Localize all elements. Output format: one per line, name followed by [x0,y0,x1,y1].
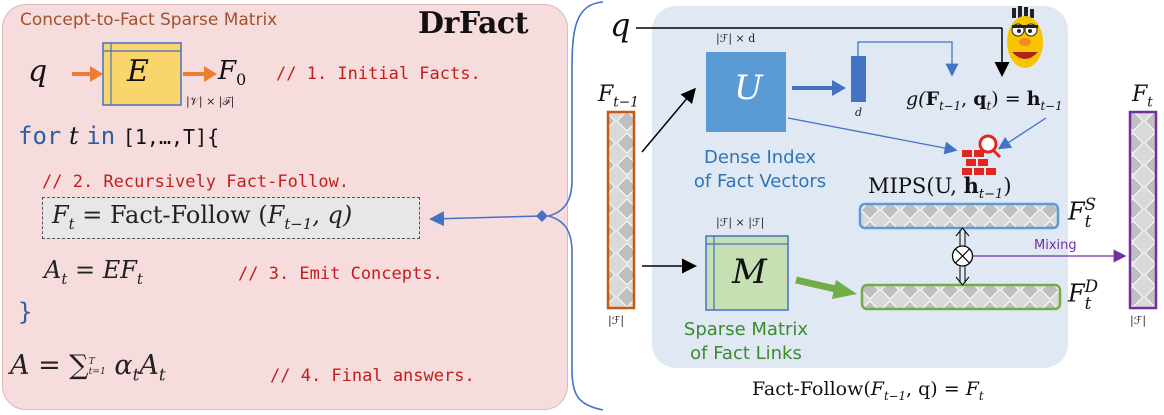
M-to-D-arrow [795,276,857,299]
comment-3: // 3. Emit Concepts. [238,264,443,284]
F0-symbol: F0 [218,56,247,90]
g-equation: g(𝐅t−1, 𝐪t) = 𝐡t−1 [906,88,1063,113]
d-vector [851,56,866,102]
Ft-label: Ft [1132,82,1153,111]
curly-brace [547,1,604,411]
mips-label: MIPS(U, 𝐡t−1) [868,173,1012,203]
U-dimension: |ℱ| × d [716,32,756,45]
U-matrix [706,52,786,132]
fact-follow-caption: Fact-Follow(Ft−1, q) = Ft [752,378,984,403]
bert-icon [1007,6,1043,68]
E-matrix [102,42,182,106]
Ft1-to-U-arrow [641,87,696,153]
mixing-connector [951,227,974,286]
U-to-d-arrow [792,80,846,96]
emit-equation: At = EFt [44,256,143,288]
sparse-S-bar [858,202,1060,230]
E-to-F0-arrow [183,66,217,82]
mixing-label: Mixing [1034,238,1077,253]
E-symbol: E [127,54,149,89]
comment-1: // 1. Initial Facts. [276,64,481,84]
d-to-g-arrow [857,41,959,77]
fact-follow-box [42,197,420,239]
mips-search-icon [962,134,1002,175]
U-symbol: U [734,68,763,108]
q-to-E-arrow [72,66,103,82]
close-brace: } [18,298,33,326]
left-bar-dim: |ℱ| [608,314,625,327]
right-bar-dim: |ℱ| [1130,314,1147,327]
right-vector-bar [1128,110,1158,310]
U-to-mips-arrow [787,117,958,155]
q-line [636,27,1010,77]
dense-D-bar [860,283,1062,311]
for-line: for t in [1,…,T]{ [18,122,220,150]
right-q-symbol: q [610,6,631,44]
Ft1-label: Ft−1 [598,82,639,111]
d-label: d [855,106,863,119]
drfact-logo: DrFact [418,6,529,41]
comment-4: // 4. Final answers. [270,366,475,386]
M-symbol: M [732,252,767,292]
q-symbol: q [28,54,48,89]
link-arrow [429,210,548,227]
M-dimension: |ℱ| × |ℱ| [716,216,765,229]
left-vector-bar [606,110,636,310]
g-to-mips-arrow [997,117,1047,150]
comment-2: // 2. Recursively Fact-Follow. [42,172,350,192]
E-dimension: |𝒱| × |ℱ| [186,95,235,108]
fact-follow-equation: Ft = Fact-Follow (Ft−1, q) [52,201,353,233]
M-matrix [705,235,789,311]
left-header: Concept-to-Fact Sparse Matrix [20,10,278,30]
